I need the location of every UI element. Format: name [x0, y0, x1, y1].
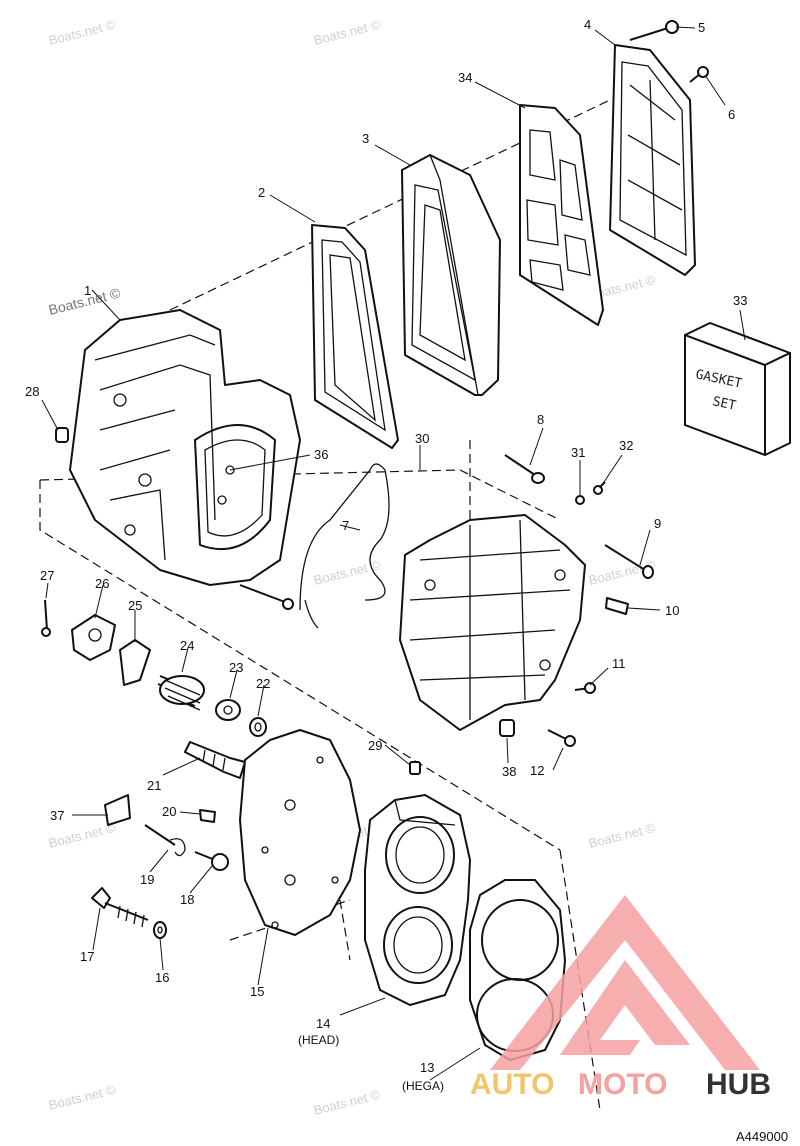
automotohub-logo: AUTO MOTO HUB	[470, 895, 771, 1101]
part-7-wire	[299, 463, 390, 629]
part-29-plug	[409, 761, 421, 775]
callout-25: 25	[128, 598, 142, 613]
callout-14-sub: (HEAD)	[298, 1033, 339, 1047]
callout-26: 26	[95, 576, 109, 591]
gasket-box-line2: SET	[711, 394, 737, 414]
part-23-thermostat	[215, 699, 241, 721]
part-25-gasket	[119, 639, 151, 686]
logo-inner-mark	[560, 960, 690, 1055]
part-16-washer	[153, 921, 167, 939]
callout-24: 24	[180, 638, 194, 653]
part-15-cover-plate	[239, 729, 361, 936]
watermark: Boats.net ©	[587, 820, 657, 851]
callout-17: 17	[80, 949, 94, 964]
part-27-screw	[41, 599, 51, 637]
callout-6: 6	[728, 107, 735, 122]
part-4-plate	[609, 44, 696, 276]
callout-28: 28	[25, 384, 39, 399]
watermark: Boats.net ©	[47, 820, 117, 851]
callout-8: 8	[537, 412, 544, 427]
callout-36: 34	[458, 70, 472, 85]
logo-moto: MOTO	[578, 1068, 667, 1101]
part-6-screw	[689, 66, 709, 83]
watermark: Boats.net ©	[312, 17, 382, 48]
callout-27: 27	[40, 568, 54, 583]
callout-11: 11	[612, 656, 626, 671]
part-2-gasket	[311, 224, 399, 449]
callouts: 4 5 6 34 3 2 33 1 28 36 7 30 8 31 32 9 1…	[25, 17, 747, 1093]
part-9-stud	[604, 544, 654, 579]
part-12-bolt	[547, 729, 576, 747]
callout-2: 2	[258, 185, 265, 200]
part-28-pin	[55, 427, 69, 443]
part-10-fitting	[605, 597, 629, 615]
callout-23: 23	[229, 660, 243, 675]
part-38-sleeve	[499, 719, 515, 737]
figure-code: A449000	[736, 1129, 788, 1144]
part-13-head-gasket	[469, 879, 566, 1061]
callout-4: 4	[584, 17, 591, 32]
callout-19: 19	[140, 872, 154, 887]
part-22-washer	[249, 717, 267, 737]
part-18-fitting	[194, 851, 229, 871]
watermark: Boats.net ©	[312, 557, 382, 588]
callout-14: 14	[316, 1016, 330, 1031]
part-33-gasket-set-box: GASKET SET	[684, 322, 791, 456]
callout-20: 20	[162, 804, 176, 819]
callout-18: 18	[180, 892, 194, 907]
part-19-clip	[144, 824, 186, 857]
watermark: Boats.net ©	[312, 1087, 382, 1118]
callout-22: 22	[256, 676, 270, 691]
part-31-nut	[575, 495, 585, 505]
part-1-cylinder-block	[69, 309, 301, 586]
logo-auto: AUTO	[470, 1068, 554, 1101]
part-5-bolt	[629, 20, 679, 41]
watermark: Boats.net ©	[47, 17, 117, 48]
part-20-sensor	[199, 809, 216, 823]
part-11-bolt	[574, 682, 596, 694]
callout-3: 3	[362, 131, 369, 146]
callout-37: 37	[50, 808, 64, 823]
callout-33: 33	[733, 293, 747, 308]
part-14-cylinder-head	[364, 794, 471, 1006]
callout-7: 7	[342, 518, 349, 533]
callout-29: 29	[368, 738, 382, 753]
part-21-spark-plug	[184, 741, 246, 779]
callout-13-sub: (HEGA)	[402, 1079, 444, 1093]
watermark: Boats.net ©	[47, 1082, 117, 1113]
leader-lines	[41, 26, 746, 1081]
logo-hub: HUB	[706, 1068, 771, 1101]
callout-1: 1	[84, 283, 91, 298]
callout-9: 9	[654, 516, 661, 531]
part-8-bolt	[504, 454, 545, 484]
callout-32: 32	[619, 438, 633, 453]
callout-10: 10	[665, 603, 679, 618]
logo-triangle	[490, 895, 760, 1070]
callout-31: 31	[571, 445, 585, 460]
part-37-label	[104, 794, 131, 826]
part-17-bolt	[91, 887, 149, 928]
part-30-housing	[399, 514, 586, 731]
callout-13: 13	[420, 1060, 434, 1075]
callout-21: 21	[147, 778, 161, 793]
callout-16: 16	[155, 970, 169, 985]
part-36-gasket	[519, 104, 604, 326]
callout-15: 15	[250, 984, 264, 999]
callout-38: 38	[502, 764, 516, 779]
part-3-cover	[401, 154, 501, 396]
callout-30: 30	[415, 431, 429, 446]
part-24-spring	[157, 675, 205, 711]
callout-5: 5	[698, 20, 705, 35]
block-bolt	[239, 584, 294, 610]
callout-12: 12	[530, 763, 544, 778]
callout-34: 36	[314, 447, 328, 462]
part-26-thermostat-cover	[71, 614, 116, 661]
